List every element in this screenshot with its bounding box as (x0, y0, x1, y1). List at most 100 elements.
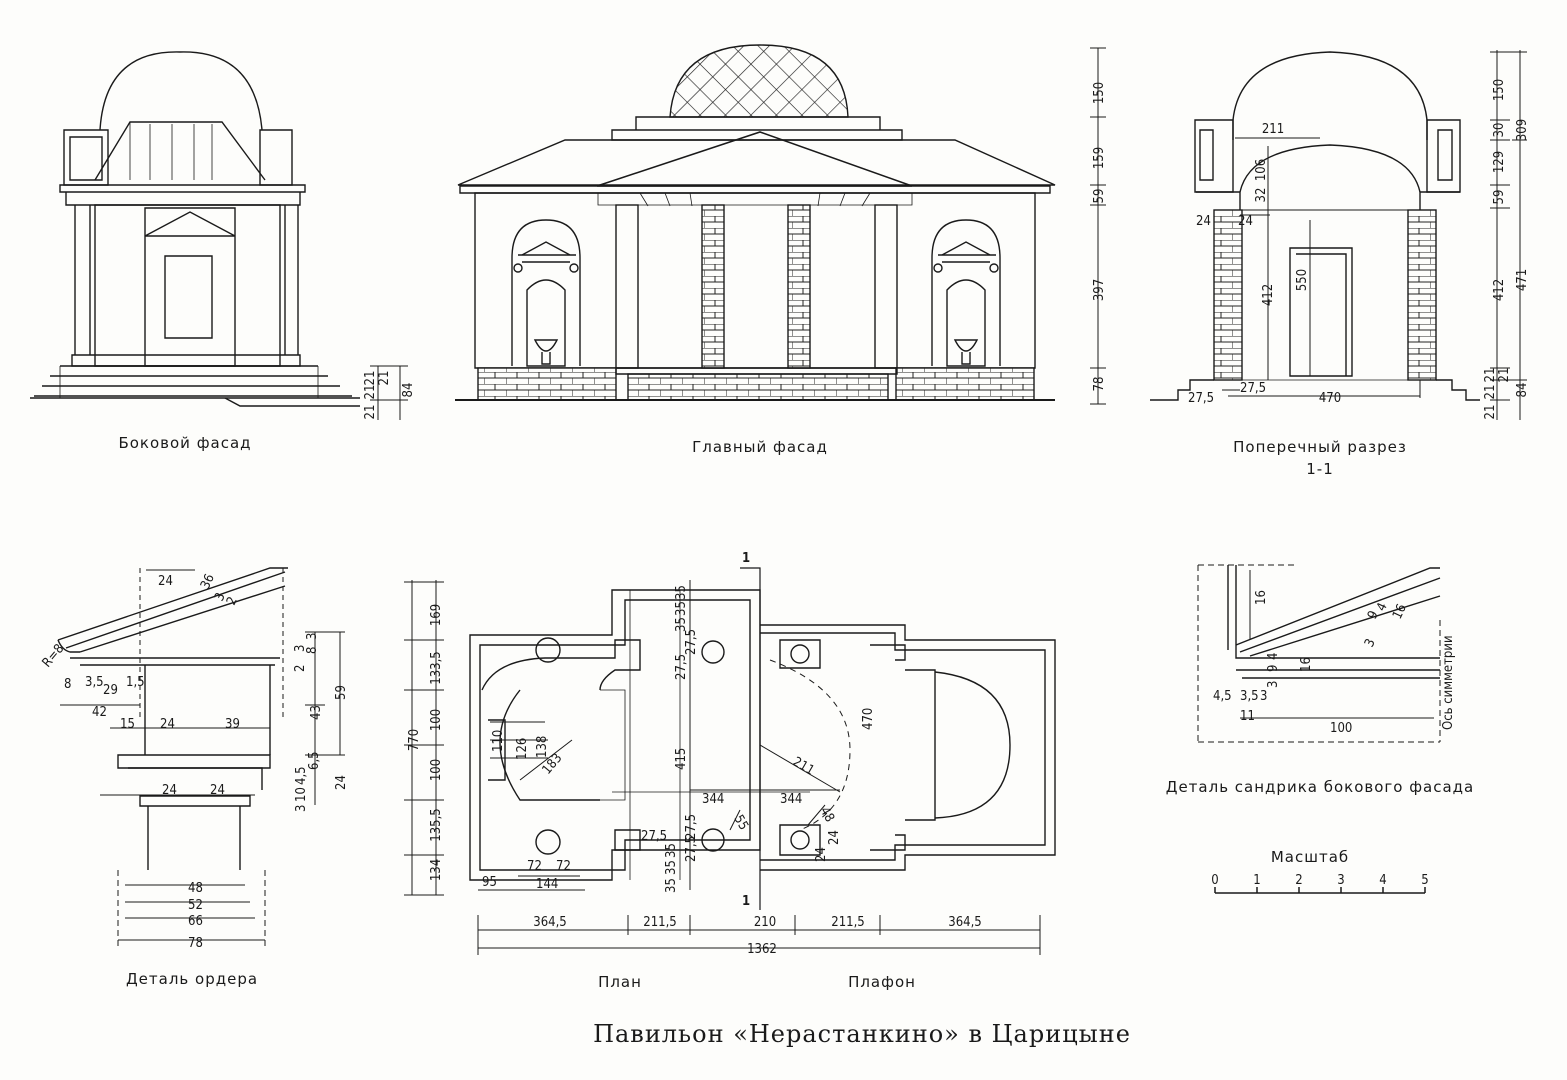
dim-order-3-5: 3,5 (85, 675, 104, 690)
plan-dimensions: 770 169 133,5 100 100 135,5 134 35 35 35… (404, 551, 1041, 957)
plan-caption: План (598, 973, 642, 991)
dim-plan-35f: 35 (664, 878, 679, 893)
dim-order-29: 29 (103, 683, 118, 698)
section-id-caption: 1-1 (1306, 460, 1334, 478)
sandrik-dimensions: 16 9 4 16 3 9 4 16 3 4,5 3,5 3 11 100 Ос… (1213, 570, 1456, 736)
dim-sec-21c: 21 (1483, 368, 1498, 383)
dim-sec-129: 129 (1492, 151, 1507, 173)
dim-order-2: 2 (224, 595, 241, 608)
scale-bar: Масштаб 0 1 2 3 4 5 (1211, 848, 1429, 894)
dim-sec-471: 471 (1515, 269, 1530, 291)
dim-plan-211: 211 (790, 754, 817, 778)
dim-sec-21d: 21 (1497, 368, 1512, 383)
dim-sec-106: 106 (1254, 159, 1269, 181)
dim-plan-24b: 24 (827, 830, 842, 845)
plan-column-se (701, 828, 725, 852)
dim-plan-95: 95 (482, 875, 497, 890)
dim-sec-24b: 24 (1238, 214, 1253, 229)
dim-sec-21b: 21 (1483, 385, 1498, 400)
dim-order-42: 42 (92, 705, 107, 720)
dim-sec-27-5a: 27,5 (1188, 391, 1214, 406)
sandrik-detail-drawing (1197, 564, 1441, 743)
dim-plan-144: 144 (536, 877, 558, 892)
main-facade-dimensions: 150 159 59 397 78 (1090, 47, 1107, 405)
dim-order-24a: 24 (158, 574, 173, 589)
main-facade-caption: Главный фасад (692, 438, 828, 456)
scale-tick-5: 5 (1421, 873, 1428, 888)
order-detail-caption: Деталь ордера (126, 970, 258, 988)
sandrik-detail-caption: Деталь сандрика бокового фасада (1166, 778, 1475, 796)
dim-order-43: 43 (309, 705, 324, 720)
dim-plan-35b: 35 (674, 601, 689, 616)
dim-sec-211: 211 (1262, 122, 1284, 137)
symmetry-axis-label: Ось симметрии (1441, 635, 1456, 730)
dim-plan-27-5c: 27,5 (641, 829, 667, 844)
scale-tick-2: 2 (1295, 873, 1302, 888)
dim-plan-35d: 35 (664, 860, 679, 875)
dim-sandrik-3b: 3 (1266, 681, 1281, 688)
dim-plan-35e: 35 (664, 843, 679, 858)
dim-plan-344b: 344 (780, 792, 802, 807)
dim-sec-470: 470 (1319, 391, 1341, 406)
dim-sandrik-3a: 3 (1362, 637, 1379, 650)
cross-section-dimensions: 150 30 129 59 412 84 21 21 21 21 309 471… (1188, 50, 1530, 420)
dim-sandrik-16a: 16 (1254, 590, 1269, 605)
dim-order-59: 59 (334, 685, 349, 700)
dim-order-66: 66 (188, 914, 203, 929)
dim-sandrik-16c: 16 (1299, 657, 1314, 672)
scale-tick-4: 4 (1379, 873, 1386, 888)
dim-order-24c: 24 (334, 775, 349, 790)
dim-sandrik-9b: 9 (1266, 665, 1281, 672)
dim-order-78: 78 (188, 936, 203, 951)
dim-main-397: 397 (1092, 279, 1107, 301)
scale-tick-3: 3 (1337, 873, 1344, 888)
side-facade-drawing (30, 51, 360, 407)
dim-order-48: 48 (188, 881, 203, 896)
ceiling-drawing (612, 624, 1056, 871)
left-niche (511, 219, 581, 367)
cross-section-drawing (1150, 51, 1480, 401)
scale-label: Масштаб (1271, 848, 1349, 866)
dim-side-84: 84 (401, 383, 416, 398)
plan-drawing (469, 567, 761, 910)
dim-order-24d: 24 (162, 783, 177, 798)
dim-plan-135-5: 135,5 (429, 808, 444, 841)
dim-order-15: 15 (120, 717, 135, 732)
ceiling-caption: Плафон (848, 973, 916, 991)
dim-plan-27-5d: 27,5 (684, 814, 699, 840)
dim-plan-55: 55 (731, 813, 751, 833)
dim-sandrik-4b: 4 (1266, 653, 1281, 660)
dim-plan-35c: 35 (674, 617, 689, 632)
scale-tick-0: 0 (1211, 873, 1218, 888)
dim-sec-59: 59 (1492, 190, 1507, 205)
dim-sandrik-3c: 3 (1260, 689, 1267, 704)
dim-plan-364-5b: 364,5 (948, 915, 981, 930)
dim-sec-412: 412 (1492, 279, 1507, 301)
section-mark-bottom: 1 (742, 894, 750, 909)
dim-plan-210: 210 (754, 915, 776, 930)
dim-plan-138: 138 (535, 736, 550, 758)
dim-order-4-5: 4,5 (294, 766, 309, 785)
dim-order-24b: 24 (160, 717, 175, 732)
dim-order-6-5: 6,5 (307, 751, 322, 770)
dim-plan-100b: 100 (429, 759, 444, 781)
dim-order-10: 10 (294, 787, 309, 802)
order-detail-drawing (57, 567, 288, 950)
dim-side-21b: 21 (363, 385, 378, 400)
dim-order-2b: 2 (293, 665, 308, 672)
plan-column-nw (535, 637, 561, 663)
dim-order-3b: 3 (293, 645, 308, 652)
dim-sec-150: 150 (1492, 79, 1507, 101)
dim-plan-24a: 24 (814, 847, 829, 862)
dim-sec-21a: 21 (1483, 405, 1498, 420)
dim-plan-27-5e: 27,5 (684, 836, 699, 862)
dim-sec-412-in: 412 (1261, 284, 1276, 306)
dim-sec-32: 32 (1254, 188, 1269, 203)
dim-sec-309: 309 (1515, 119, 1530, 141)
dim-side-21a: 21 (363, 405, 378, 420)
dim-plan-134: 134 (429, 859, 444, 881)
dim-plan-35a: 35 (674, 585, 689, 600)
dim-plan-364-5a: 364,5 (533, 915, 566, 930)
dim-order-8a: 8 (305, 647, 320, 654)
